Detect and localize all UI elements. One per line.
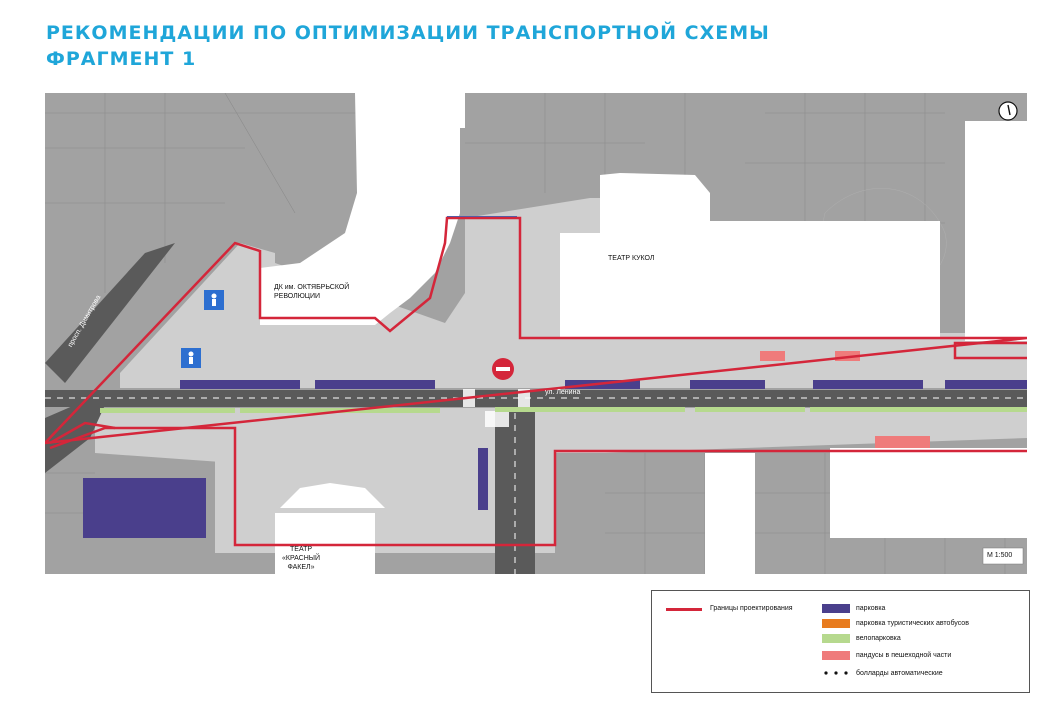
- map-legend: Границы проектирования парковка парковка…: [651, 590, 1030, 693]
- legend-item-bus-parking: парковка туристических автобусов: [856, 620, 969, 627]
- north-arrow-icon: [998, 101, 1018, 121]
- project-boundary: [45, 216, 1027, 547]
- map-drawing: [45, 93, 1027, 574]
- legend-item-bollards: болларды автоматические: [856, 670, 943, 677]
- street-label: ул. Ленина: [545, 389, 581, 396]
- boundary-label: Границы проектирования: [710, 605, 793, 612]
- dk-label: ДК им. ОКТЯБРЬСКОЙ РЕВОЛЮЦИИ: [274, 284, 350, 300]
- red-torch-theatre-label: ТЕАТР «КРАСНЫЙ ФАКЕЛ»: [282, 546, 321, 571]
- boundary-swatch: [666, 608, 702, 611]
- lane-markings: [45, 397, 1027, 574]
- legend-item-parking: парковка: [856, 605, 886, 612]
- puppet-theatre-label: ТЕАТР КУКОЛ: [608, 255, 655, 262]
- buildings: [260, 93, 1027, 574]
- ramps-swatch: [822, 651, 850, 660]
- scale-box: [982, 547, 1024, 565]
- page-title: РЕКОМЕНДАЦИИ ПО ОПТИМИЗАЦИИ ТРАНСПОРТНОЙ…: [46, 22, 770, 44]
- legend-item-ramps: пандусы в пешеходной части: [856, 652, 952, 659]
- page-subtitle: ФРАГМЕНТ 1: [46, 48, 197, 70]
- bollards-swatch: [824, 671, 848, 675]
- legend-item-bike-parking: велопарковка: [856, 635, 901, 642]
- site-plan-map[interactable]: ДК им. ОКТЯБРЬСКОЙ РЕВОЛЮЦИИ ТЕАТР КУКОЛ…: [45, 93, 1027, 574]
- bus-parking-swatch: [822, 619, 850, 628]
- zebra-crossings: [463, 389, 530, 427]
- bike-parking-swatch: [822, 634, 850, 643]
- scale-label: М 1:500: [987, 552, 1013, 559]
- no-entry-icon: [492, 358, 514, 380]
- parking-swatch: [822, 604, 850, 613]
- pedestrian-crossing-icon: [181, 290, 224, 368]
